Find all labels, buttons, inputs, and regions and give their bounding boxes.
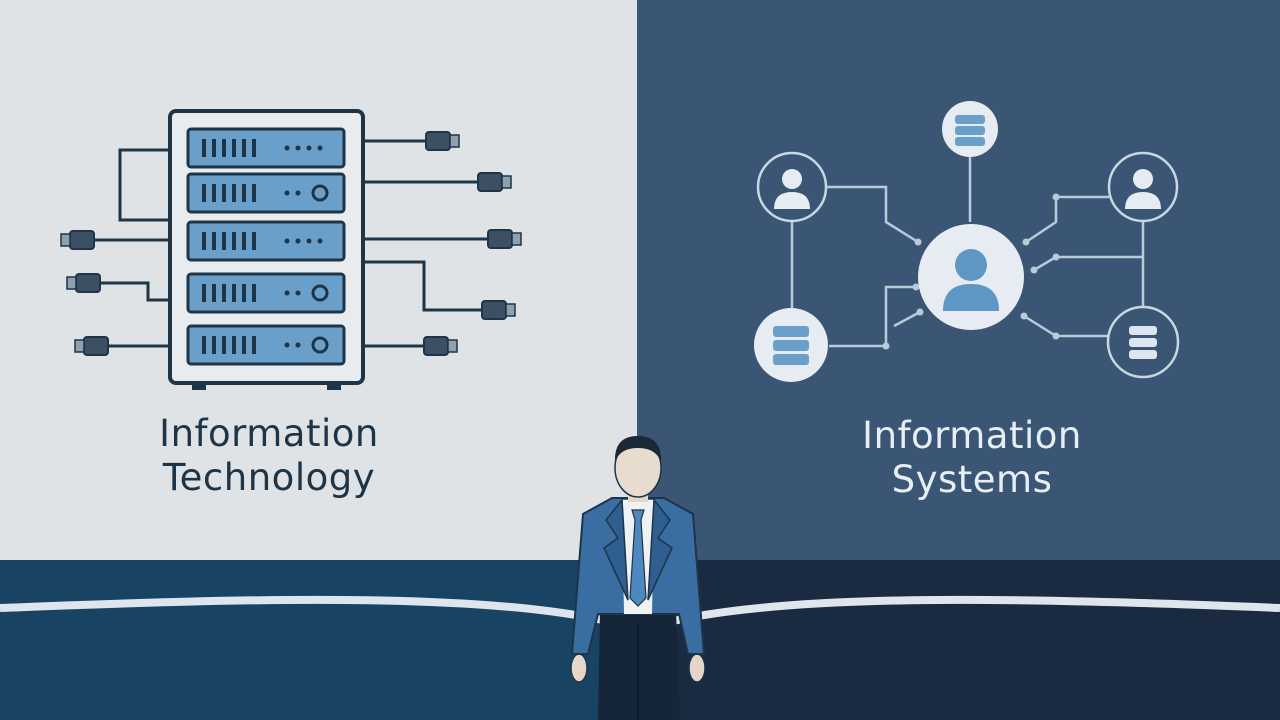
network-cables-right	[363, 139, 490, 348]
server-rack-icon	[168, 109, 365, 390]
ethernet-plug-icon	[60, 131, 522, 356]
database-icon	[942, 101, 998, 157]
network-cables-left	[95, 148, 170, 348]
businessman-icon	[570, 436, 706, 720]
information-systems-label: Information Systems	[822, 414, 1122, 502]
central-user-icon	[918, 224, 1024, 330]
is-label-line2: Systems	[891, 458, 1053, 501]
user-icon	[756, 151, 828, 223]
is-label-line1: Information	[862, 414, 1082, 457]
database-icon	[1106, 305, 1180, 379]
floor-right	[640, 560, 1280, 720]
network-diagram-icon	[754, 101, 1180, 382]
floor-left	[0, 560, 640, 720]
it-label-line1: Information	[159, 412, 379, 455]
database-icon	[754, 308, 828, 382]
information-technology-label: Information Technology	[119, 412, 419, 500]
user-icon	[1107, 151, 1179, 223]
it-label-line2: Technology	[162, 456, 376, 499]
